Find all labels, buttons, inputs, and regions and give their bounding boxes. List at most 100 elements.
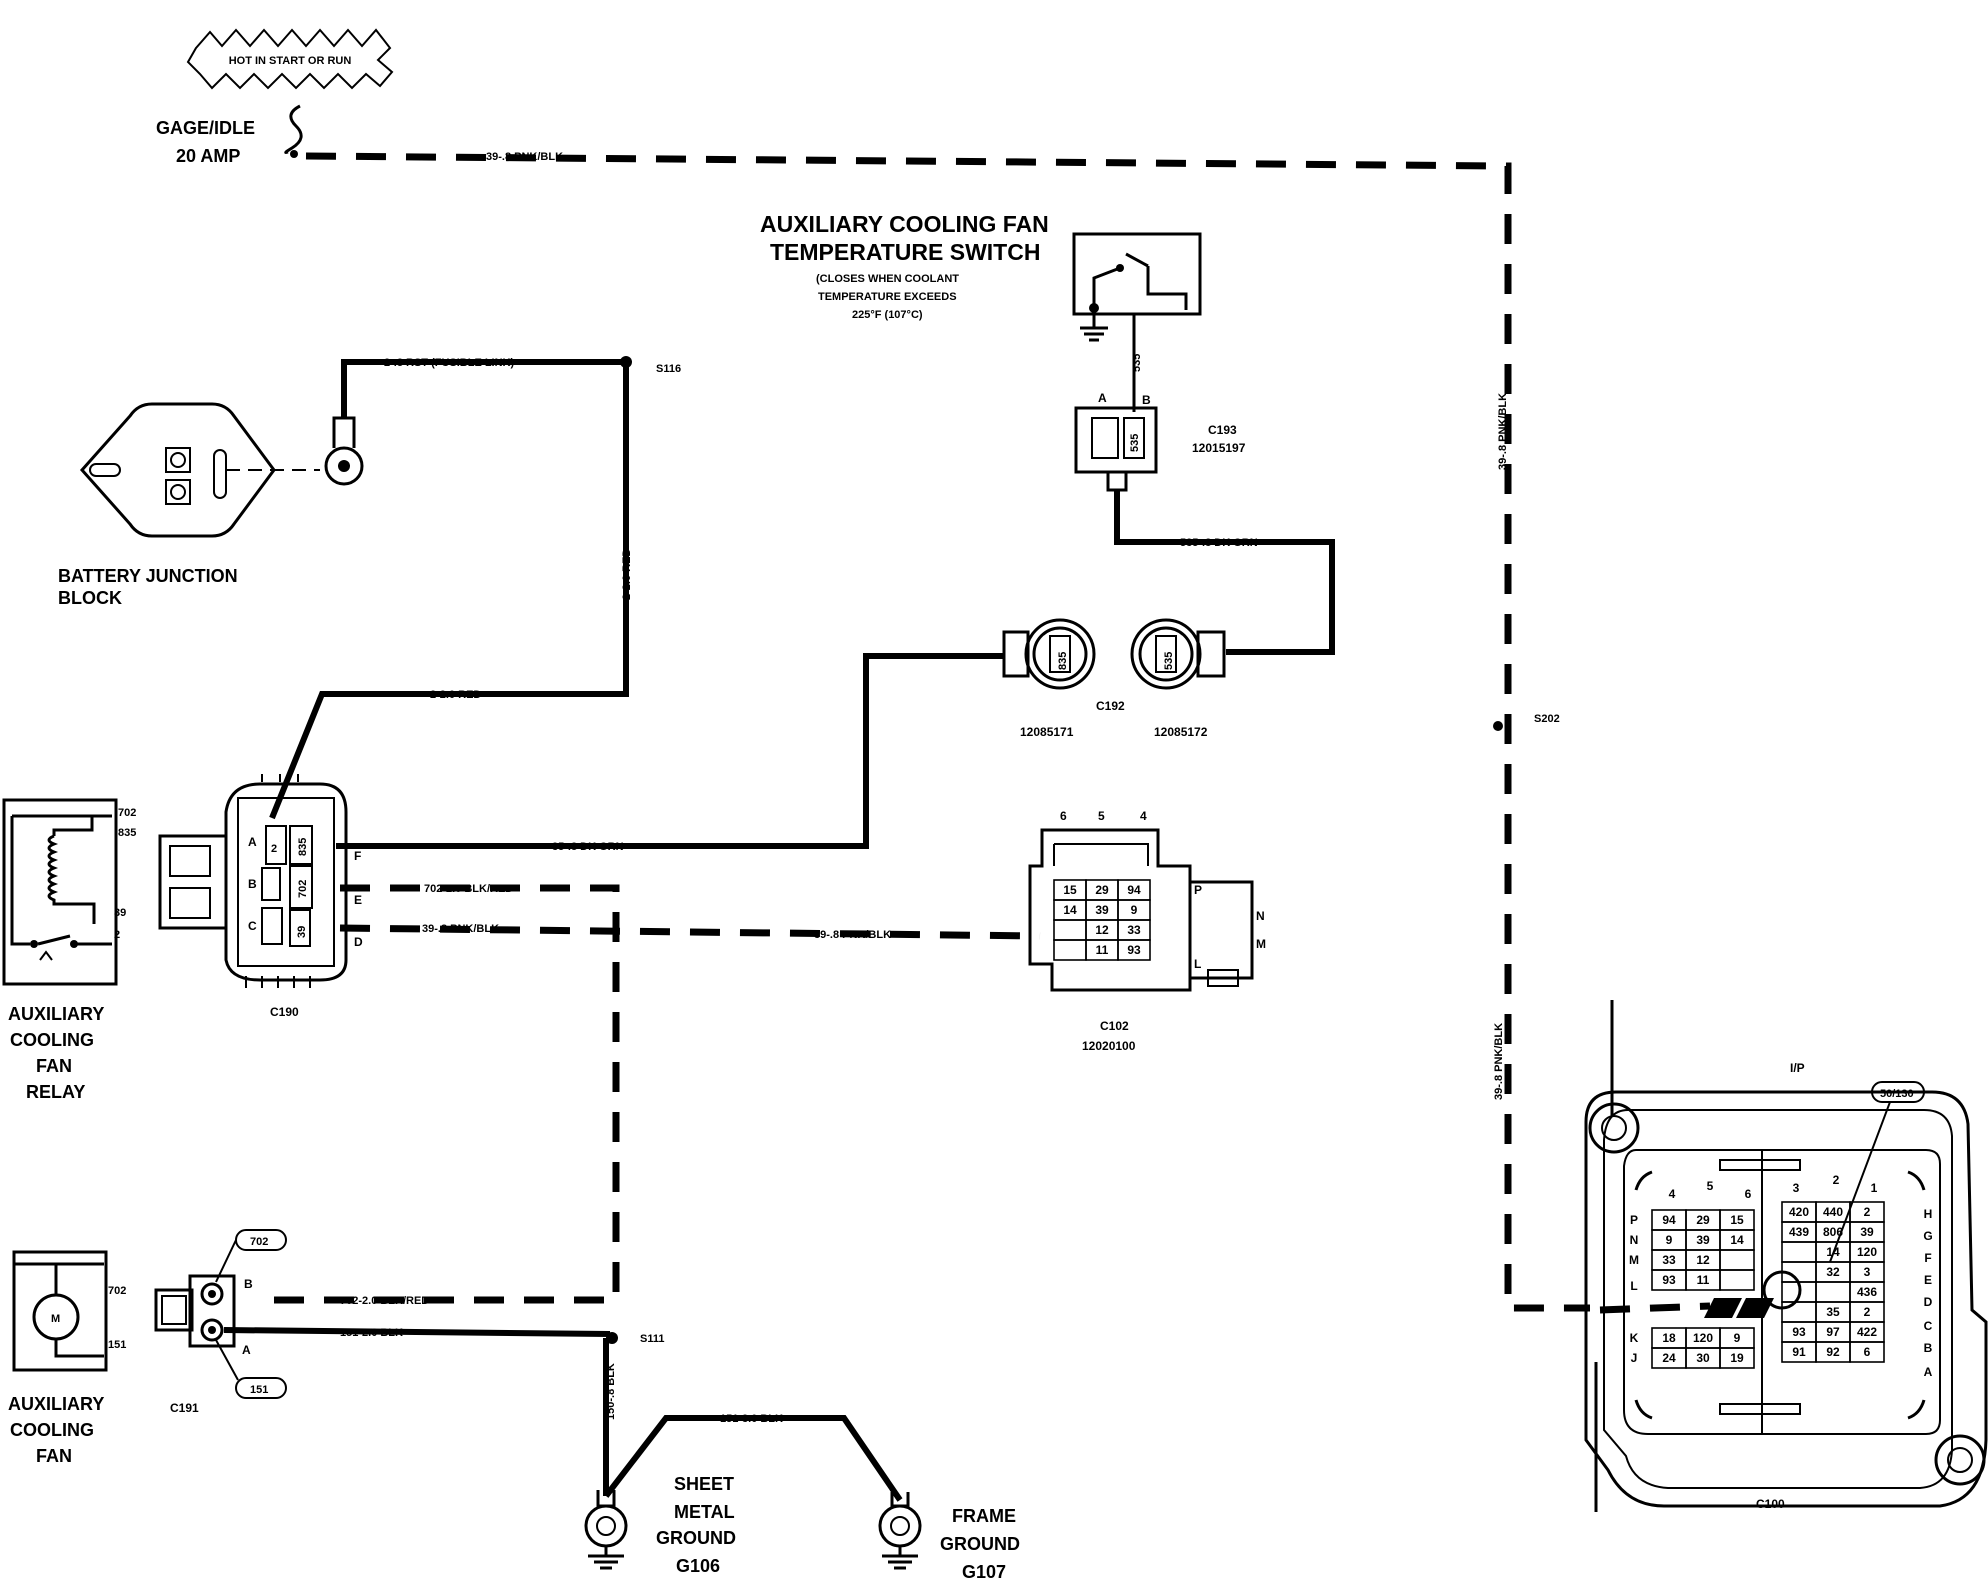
c102-top-5: 5 [1098, 809, 1105, 823]
wire-151-blk [223, 1327, 611, 1337]
battery-block-label-1: BATTERY JUNCTION [58, 566, 238, 586]
c100-left-pin: 33 [1662, 1253, 1676, 1267]
c191-tag-top-box [235, 1229, 287, 1251]
c100-right-pin: 91 [1792, 1345, 1806, 1359]
c102-cell [1053, 939, 1087, 961]
c190-pin-702: 702 [297, 880, 309, 898]
wire-151-3-blk [603, 1415, 903, 1502]
wire-label-dkgrn-535: 535-.8 DK GRN [1180, 537, 1258, 549]
c190-letter-e: E [354, 893, 362, 907]
c191-tag-leader-bot [215, 1339, 239, 1381]
frame-ground-label-2: GROUND [940, 1534, 1020, 1554]
c192-pin-left: 835 [1057, 652, 1069, 670]
relay-pin-702: 702 [118, 807, 136, 819]
fan-motor-symbol: M [51, 1313, 60, 1325]
wire-label-pnk-vert2: 39-.8 PNK/BLK [1493, 1023, 1505, 1100]
c100-entry-arrow-2 [1704, 1298, 1742, 1318]
c102-cell [1053, 919, 1087, 941]
c100-right-cell [1781, 1241, 1817, 1263]
c193-pin-b: B [1142, 393, 1151, 407]
c191-tag-leader-top [215, 1239, 237, 1283]
wire-label-pnk-vert: 39-.8 PNK/BLK [1497, 393, 1509, 470]
c100-row-l: L [1630, 1279, 1637, 1293]
c100-row-k: K [1630, 1331, 1639, 1345]
connector-c191 [154, 1274, 236, 1348]
c100-right-pin: 436 [1857, 1285, 1877, 1299]
c100-row-n: N [1630, 1233, 1639, 1247]
c102-pin: 39 [1095, 903, 1109, 917]
c100-row-p: P [1630, 1213, 1638, 1227]
c100-left-pin: 9 [1666, 1233, 1673, 1247]
temp-switch-body [1072, 232, 1202, 342]
temp-switch-note-2: TEMPERATURE EXCEEDS [818, 291, 957, 303]
c100-left-lower-pin: 120 [1693, 1331, 1713, 1345]
c100-row-b: B [1924, 1341, 1933, 1355]
c100-col-2: 2 [1833, 1173, 1840, 1187]
c190-letter-c: C [248, 919, 257, 933]
c100-left-lower-pin: 24 [1662, 1351, 1676, 1365]
relay-label-3: FAN [36, 1056, 72, 1076]
wire-label-blk-151b: 151-3.0 BLK [720, 1413, 783, 1425]
c100-col-3: 3 [1793, 1181, 1800, 1195]
fan-pin-151: 151 [108, 1339, 126, 1351]
splice-s202-label: S202 [1534, 713, 1560, 725]
c100-left-pin: 29 [1696, 1213, 1710, 1227]
connector-c100 [1584, 1090, 1988, 1508]
c100-left-pin: 11 [1697, 1273, 1710, 1287]
c102-label: C102 [1100, 1019, 1129, 1033]
c100-right-pin: 6 [1864, 1345, 1871, 1359]
c102-part-number: 12020100 [1082, 1039, 1136, 1053]
fuse-name-line2: 20 AMP [176, 146, 240, 166]
c100-row-j: J [1631, 1351, 1638, 1365]
c100-col-4: 4 [1669, 1187, 1676, 1201]
c102-side-n: N [1256, 909, 1265, 923]
c102-pin: 11 [1096, 943, 1109, 957]
c100-row-d: D [1924, 1295, 1933, 1309]
ip-label: I/P [1790, 1061, 1805, 1075]
c102-pin: 94 [1127, 883, 1141, 897]
c100-right-pin: 92 [1826, 1345, 1840, 1359]
relay-pin-835: 835 [118, 827, 136, 839]
c100-right-cell [1849, 1341, 1885, 1363]
wire-35-dk-grn [336, 653, 1004, 849]
c100-right-pin: 2 [1864, 1205, 1871, 1219]
c100-right-pin: 97 [1826, 1325, 1840, 1339]
connector-c102 [1028, 828, 1254, 992]
c190-pin-2: 2 [271, 843, 277, 855]
ring-terminal [324, 416, 364, 486]
c100-left-cell [1719, 1269, 1755, 1291]
c102-side-m: M [1256, 937, 1266, 951]
temp-switch-label-1: AUXILIARY COOLING FAN [760, 211, 1049, 237]
c100-entry-arrow-3 [1736, 1298, 1774, 1318]
sheet-ground-label-2: METAL [674, 1502, 735, 1522]
c192-part-left: 12085171 [1020, 725, 1074, 739]
c102-pin: 12 [1095, 923, 1109, 937]
c100-left-pin: 14 [1730, 1233, 1744, 1247]
fan-label-1: AUXILIARY [8, 1394, 104, 1414]
c100-left-cell [1719, 1249, 1755, 1271]
relay-pin-2: 2 [114, 929, 120, 941]
c100-tag-leader [1829, 1101, 1891, 1263]
c100-right-pin: 440 [1823, 1205, 1843, 1219]
c100-left-lower-pin: 30 [1696, 1351, 1710, 1365]
wire-label-535-short: 535 [1131, 354, 1143, 372]
connector-c192-left: 835 [1002, 618, 1096, 690]
hot-in-start-or-run-note: HOT IN START OR RUN [186, 28, 394, 90]
c100-row-g: G [1923, 1229, 1932, 1243]
c100-row-c: C [1924, 1319, 1933, 1333]
c100-label: C100 [1756, 1497, 1785, 1511]
c102-pin: 15 [1063, 883, 1077, 897]
relay-label-4: RELAY [26, 1082, 85, 1102]
c193-part-number: 12015197 [1192, 441, 1246, 455]
c192-label: C192 [1096, 699, 1125, 713]
splice-s202-dot [1493, 721, 1503, 731]
c100-row-f: F [1924, 1251, 1931, 1265]
wire-red [269, 362, 629, 820]
splice-s111-label: S111 [640, 1333, 664, 1345]
c190-letter-f: F [354, 849, 361, 863]
c100-row-a: A [1924, 1365, 1933, 1379]
wire-label-pnk-39b: 39-.8 PNK/BLK [814, 929, 891, 941]
wire-702-blk-red [270, 884, 620, 1304]
